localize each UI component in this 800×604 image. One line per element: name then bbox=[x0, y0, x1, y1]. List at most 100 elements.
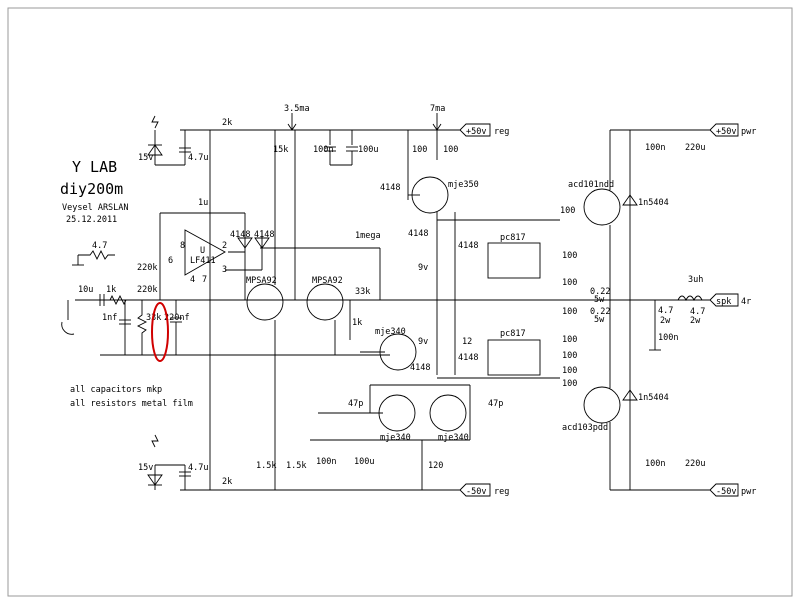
part-label: 1.5k bbox=[256, 461, 276, 471]
part-label: 220u bbox=[685, 459, 705, 469]
output-label: spk bbox=[716, 297, 731, 307]
part-label: 100 bbox=[562, 366, 577, 376]
part-label: 220k bbox=[137, 263, 157, 273]
note-resistors: all resistors metal film bbox=[70, 399, 193, 409]
part-label: 100 bbox=[412, 145, 427, 155]
part-label: acd101ndd bbox=[568, 180, 614, 190]
part-label: 4148 bbox=[458, 241, 478, 251]
part-label: MPSA92 bbox=[246, 276, 277, 286]
part-label: 15v bbox=[138, 463, 153, 473]
part-label: 100n bbox=[658, 333, 678, 343]
part-label: 47p bbox=[348, 399, 363, 409]
rail-neg-pwr-suffix: pwr bbox=[741, 487, 756, 497]
part-label: 100u bbox=[358, 145, 378, 155]
part-label: 1.5k bbox=[286, 461, 306, 471]
rail-pos-pwr-label: +50v bbox=[716, 127, 736, 137]
current-source-3-5ma: 3.5ma bbox=[284, 104, 310, 114]
part-label: 3uh bbox=[688, 275, 703, 285]
part-label: 1k bbox=[352, 318, 362, 328]
part-label: MPSA92 bbox=[312, 276, 343, 286]
part-label: mje340 bbox=[438, 433, 469, 443]
part-label: 4 bbox=[190, 275, 195, 285]
part-label: 6 bbox=[168, 256, 173, 266]
part-label: mje340 bbox=[380, 433, 411, 443]
part-label: 15v bbox=[138, 153, 153, 163]
rail-tag-output bbox=[709, 293, 739, 307]
part-label: U bbox=[200, 246, 205, 256]
rail-tag-pos-reg bbox=[459, 123, 491, 137]
part-label: 100n bbox=[645, 459, 665, 469]
part-label: 4148 bbox=[380, 183, 400, 193]
part-label: 100 bbox=[562, 278, 577, 288]
part-label: 100 bbox=[562, 335, 577, 345]
part-label: 220k bbox=[137, 285, 157, 295]
part-label: 2k bbox=[222, 477, 232, 487]
rail-neg-pwr-label: -50v bbox=[716, 487, 736, 497]
title-brand: Y LAB bbox=[72, 158, 117, 176]
part-label: 220nf bbox=[164, 313, 190, 323]
part-label: 4148 bbox=[458, 353, 478, 363]
part-label: 5w bbox=[594, 315, 605, 325]
schematic-frame bbox=[7, 7, 793, 597]
part-label: 2w bbox=[660, 316, 671, 326]
part-label: 47p bbox=[488, 399, 503, 409]
rail-tag-neg-reg bbox=[459, 483, 491, 497]
part-label: 4148 bbox=[408, 229, 428, 239]
title-date: 25.12.2011 bbox=[66, 215, 117, 225]
part-label: pc817 bbox=[500, 233, 526, 243]
rail-tag-neg-pwr bbox=[709, 483, 739, 497]
output-suffix: 4r bbox=[741, 297, 751, 307]
part-label: 4.7u bbox=[188, 463, 208, 473]
part-label: 4.7 bbox=[690, 307, 705, 317]
part-label: 100 bbox=[562, 351, 577, 361]
part-label: 2k bbox=[222, 118, 232, 128]
part-label: 12 bbox=[462, 337, 472, 347]
part-label: 100 bbox=[562, 251, 577, 261]
part-label: 2 bbox=[222, 241, 227, 251]
part-label: 1n5404 bbox=[638, 198, 669, 208]
part-label: 9v bbox=[418, 263, 428, 273]
part-label: 0.22 bbox=[590, 287, 610, 297]
title-author: Veysel ARSLAN bbox=[62, 203, 129, 213]
part-label: 0.22 bbox=[590, 307, 610, 317]
part-label: 4148 bbox=[410, 363, 430, 373]
part-label: 120 bbox=[428, 461, 443, 471]
part-label: 1n5404 bbox=[638, 393, 669, 403]
part-label: acd103pdd bbox=[562, 423, 608, 433]
part-label: 8 bbox=[180, 241, 185, 251]
part-label: 100 bbox=[562, 379, 577, 389]
part-label: 9v bbox=[418, 337, 428, 347]
part-label: pc817 bbox=[500, 329, 526, 339]
rail-pos-pwr-suffix: pwr bbox=[741, 127, 756, 137]
part-label: 4.7u bbox=[188, 153, 208, 163]
part-label: mje350 bbox=[448, 180, 479, 190]
part-label: 100 bbox=[560, 206, 575, 216]
part-label: 100 bbox=[562, 307, 577, 317]
part-label: mje340 bbox=[375, 327, 406, 337]
part-label: 1u bbox=[198, 198, 208, 208]
rail-tag-pos-pwr bbox=[709, 123, 739, 137]
part-label: 15k bbox=[273, 145, 288, 155]
title-model: diy200m bbox=[60, 180, 123, 198]
part-label: 5w bbox=[594, 295, 605, 305]
part-label: 1k bbox=[106, 285, 116, 295]
highlight-ellipse bbox=[151, 302, 169, 362]
rail-neg-reg-label: -50v bbox=[466, 487, 486, 497]
part-label: 1nf bbox=[102, 313, 117, 323]
part-label: 100n bbox=[316, 457, 336, 467]
part-label: 4.7 bbox=[92, 241, 107, 251]
part-label: 100u bbox=[354, 457, 374, 467]
part-label: 10u bbox=[78, 285, 93, 295]
current-source-7ma: 7ma bbox=[430, 104, 445, 114]
part-label: LF411 bbox=[190, 256, 216, 266]
part-label: 100n bbox=[645, 143, 665, 153]
rail-pos-reg-suffix: reg bbox=[494, 127, 509, 137]
part-label: 1mega bbox=[355, 231, 381, 241]
part-label: 7 bbox=[202, 275, 207, 285]
part-label: 2w bbox=[690, 316, 701, 326]
part-label: 4.7 bbox=[658, 306, 673, 316]
part-label: 4148 bbox=[254, 230, 274, 240]
part-label: 3 bbox=[222, 265, 227, 275]
rail-pos-reg-label: +50v bbox=[466, 127, 486, 137]
